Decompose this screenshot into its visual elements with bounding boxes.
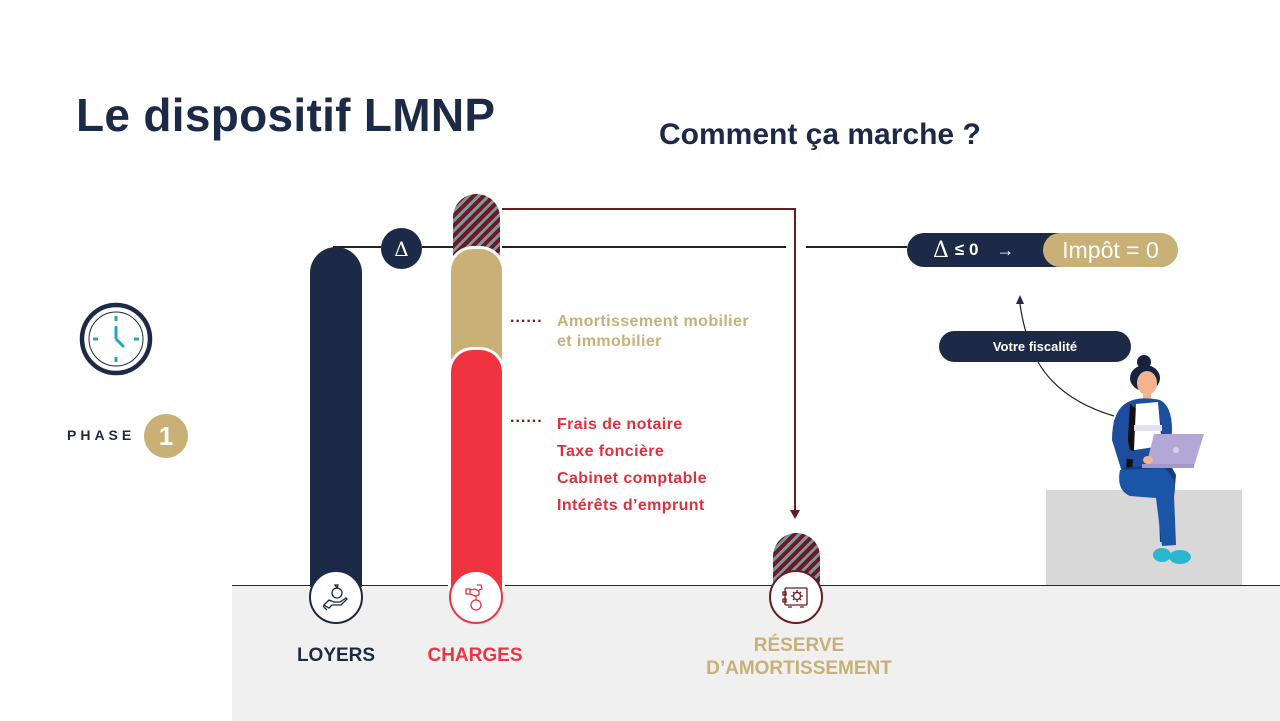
page-title: Le dispositif LMNP (76, 89, 496, 141)
delta-badge: Δ (381, 228, 422, 269)
loyers-label: LOYERS (296, 645, 376, 666)
phase-number-badge: 1 (144, 414, 188, 458)
ground-panel (232, 585, 1280, 721)
reserve-connector (502, 208, 795, 210)
reference-line (333, 246, 381, 248)
arrow-down-icon (790, 510, 800, 519)
reference-line (422, 246, 456, 248)
fiscalite-label: Votre fiscalité (939, 331, 1131, 362)
reserve-connector (794, 208, 796, 512)
charges-item: Taxe foncière (557, 443, 665, 460)
person-with-laptop-illustration (1112, 355, 1204, 564)
delta-symbol: Δ (933, 237, 949, 263)
charges-icon-circle (449, 570, 503, 624)
reserve-icon-circle (769, 570, 823, 624)
charges-bag-icon (465, 584, 483, 611)
amortissement-label: Amortissement mobilier et immobilier (557, 312, 749, 352)
loyers-bar (310, 247, 362, 587)
impot-badge: Impôt = 0 (1043, 233, 1178, 267)
arrow-right-icon: → (996, 239, 1015, 260)
condition-text: ≤ 0 (954, 240, 979, 259)
clock-icon (79, 302, 153, 376)
charges-item: Cabinet comptable (557, 470, 707, 487)
reserve-label-line1: RÉSERVE (753, 635, 845, 656)
charges-segment (448, 347, 505, 590)
charges-label: CHARGES (427, 645, 523, 666)
result-condition: Δ ≤ 0 → (933, 236, 1014, 264)
charges-item: Intérêts d’emprunt (557, 497, 705, 514)
loyers-icon-circle (309, 570, 363, 624)
seat-block (1046, 490, 1242, 585)
charges-list: Frais de notaire Taxe foncière Cabinet c… (557, 411, 707, 519)
dotted-leader: ...... (510, 409, 543, 426)
reserve-label-line2: D’AMORTISSEMENT (706, 658, 892, 679)
charges-item: Frais de notaire (557, 416, 683, 433)
phase-label: PHASE (67, 427, 136, 443)
page-subtitle: Comment ça marche ? (659, 118, 981, 151)
amortissement-line2: et immobilier (557, 333, 662, 350)
dotted-leader: ...... (510, 309, 543, 326)
reference-line (502, 246, 786, 248)
reserve-label: RÉSERVE D’AMORTISSEMENT (690, 634, 908, 680)
amortissement-line1: Amortissement mobilier (557, 313, 749, 330)
reference-line (806, 246, 907, 248)
hand-money-bag-icon (322, 584, 348, 611)
safe-icon (782, 587, 808, 608)
